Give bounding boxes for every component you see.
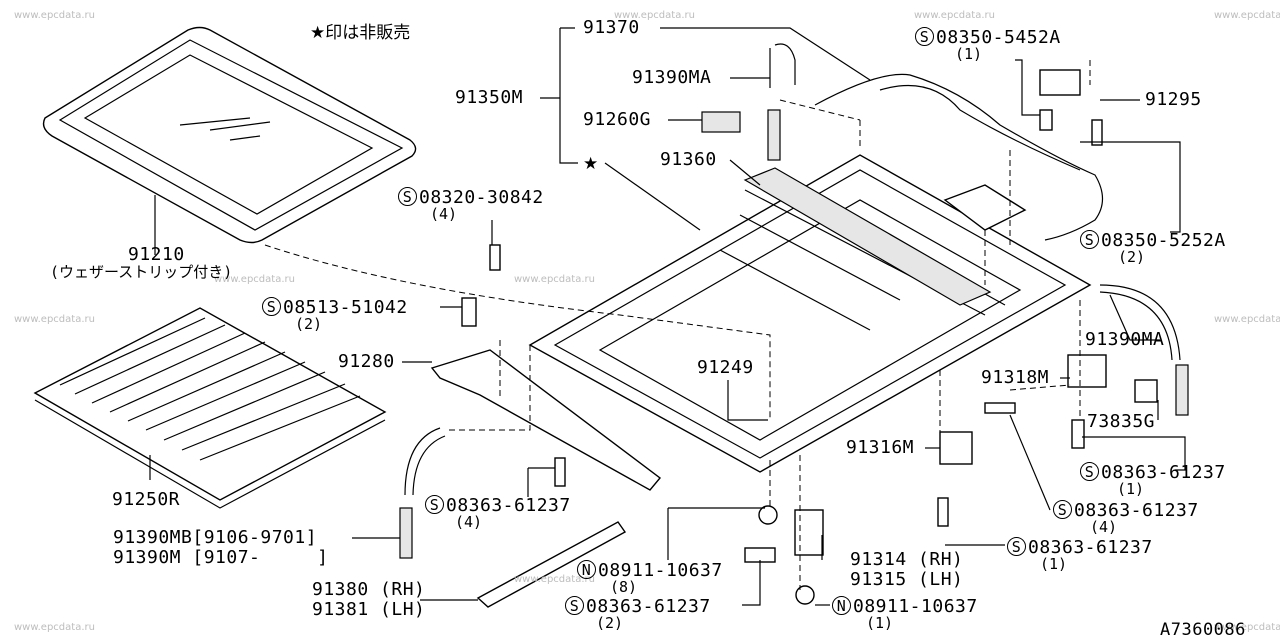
s-symbol-icon: S (425, 495, 444, 514)
watermark: www.epcdata.ru (214, 274, 295, 285)
watermark: www.epcdata.ru (514, 574, 595, 585)
star-icon: ★ (583, 154, 599, 174)
s-symbol-icon: S (1053, 500, 1072, 519)
s-symbol-icon: S (398, 187, 417, 206)
watermark: www.epcdata.ru (914, 10, 995, 21)
qty-08513-51042: (2) (295, 315, 323, 333)
non-sale-note: ★印は非販売 (310, 23, 411, 43)
watermark: www.epcdata.ru (14, 10, 95, 21)
s-symbol-icon: S (1080, 230, 1099, 249)
part-label-91360[interactable]: 91360 (660, 149, 717, 170)
part-label-91314[interactable]: 91314 (RH) (850, 549, 964, 570)
s-symbol-icon: S (565, 596, 584, 615)
part-label-91390ma-top[interactable]: 91390MA (632, 67, 712, 88)
watermark: www.epcdata.ru (514, 274, 595, 285)
part-label-91316m[interactable]: 91316M (846, 437, 915, 458)
watermark: www.epcdata.ru (1214, 622, 1280, 633)
watermark: www.epcdata.ru (14, 314, 95, 325)
part-label-91250r[interactable]: 91250R (112, 489, 181, 510)
part-label-91381[interactable]: 91381 (LH) (312, 599, 426, 620)
watermark: www.epcdata.ru (1214, 10, 1280, 21)
sunshade-91250r (33, 307, 387, 509)
part-label-91280[interactable]: 91280 (338, 351, 395, 372)
part-label-91210[interactable]: 91210 (128, 244, 185, 265)
glass-panel-91210 (42, 26, 417, 244)
s-symbol-icon: S (915, 27, 934, 46)
part-label-91318m[interactable]: 91318M (981, 367, 1050, 388)
qty-08350-5452a: (1) (955, 45, 983, 63)
qty-08363-61237-b: (4) (1090, 518, 1118, 536)
drain-hoses (399, 43, 1189, 559)
qty-08363-61237-d: (4) (455, 513, 483, 531)
n-symbol-icon: N (832, 596, 851, 615)
qty-08363-61237-a: (1) (1117, 480, 1145, 498)
qty-08363-61237-e: (2) (596, 614, 624, 632)
sunroof-frame-91350m (528, 154, 1092, 473)
part-sub-91210: (ウェザーストリップ付き) (50, 263, 233, 281)
part-label-91260g[interactable]: 91260G (583, 109, 652, 130)
part-label-91315[interactable]: 91315 (LH) (850, 569, 964, 590)
dashed-reference-lines (264, 60, 1091, 590)
qty-08911-10637-a: (8) (610, 578, 638, 596)
n-symbol-icon: N (577, 560, 596, 579)
qty-08350-5252a: (2) (1118, 248, 1146, 266)
watermark: www.epcdata.ru (14, 622, 95, 633)
s-symbol-icon: S (262, 297, 281, 316)
qty-08320-30842: (4) (430, 205, 458, 223)
cables-91370 (814, 73, 1104, 241)
leader-lines (149, 27, 1186, 606)
s-symbol-icon: S (1007, 537, 1026, 556)
part-label-91390ma-right[interactable]: 91390MA (1085, 329, 1165, 350)
part-label-91390m[interactable]: 91390M [9107- ] (113, 547, 329, 568)
qty-08363-61237-c: (1) (1040, 555, 1068, 573)
part-label-91380[interactable]: 91380 (RH) (312, 579, 426, 600)
part-label-91295[interactable]: 91295 (1145, 89, 1202, 110)
s-symbol-icon: S (1080, 462, 1099, 481)
qty-08911-10637-b: (1) (866, 614, 894, 632)
rail-91380 (476, 521, 627, 608)
part-label-91249[interactable]: 91249 (697, 357, 754, 378)
part-label-91390mb[interactable]: 91390MB[9106-9701] (113, 527, 318, 548)
watermark: www.epcdata.ru (1214, 314, 1280, 325)
part-label-91350m[interactable]: 91350M (455, 87, 524, 108)
watermark: www.epcdata.ru (614, 10, 695, 21)
bracket-91280 (430, 349, 662, 491)
diagram-code: A7360086 (1160, 620, 1246, 640)
part-label-73835g[interactable]: 73835G (1087, 411, 1156, 432)
part-label-91370[interactable]: 91370 (583, 17, 640, 38)
